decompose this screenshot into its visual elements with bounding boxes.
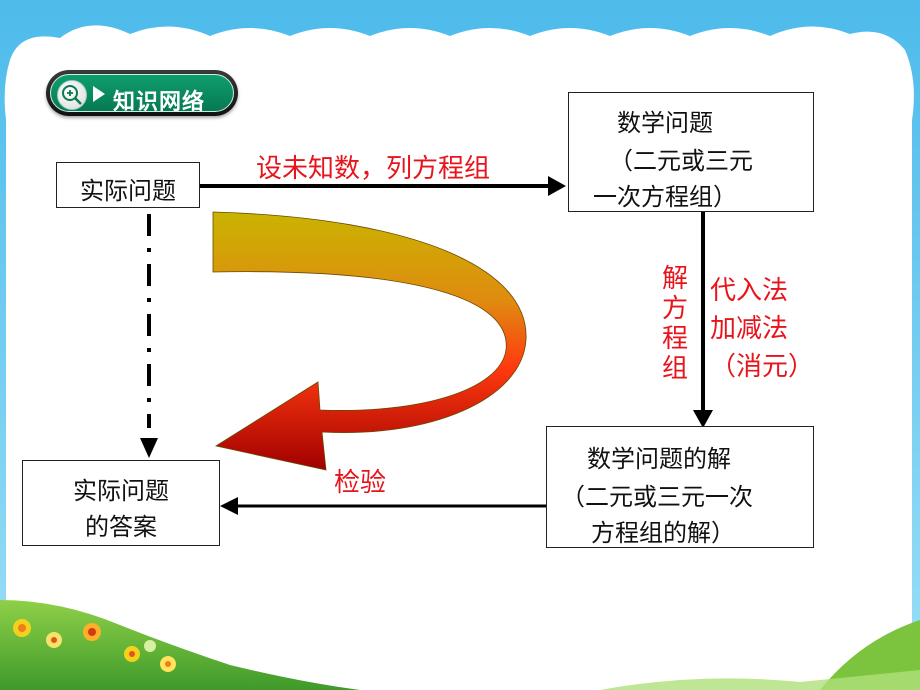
- check-label: 检验: [334, 468, 387, 498]
- real-problem-label: 实际问题: [80, 177, 176, 205]
- solve-char: 方: [661, 294, 688, 324]
- math-solution-box: 数学问题的解 （二元或三元一次 方程组的解）: [546, 426, 814, 548]
- chevron-right-icon: [93, 86, 105, 102]
- tag-title: 知识网络: [113, 90, 206, 115]
- method-note: （消元）: [710, 352, 815, 382]
- check-curved-arrow: [212, 211, 527, 471]
- solve-char: 程: [661, 324, 688, 354]
- set-unknowns-label: 设未知数，列方程组: [256, 154, 491, 184]
- math-problem-line2: （二元或三元: [609, 147, 753, 175]
- real-answer-line2: 的答案: [85, 513, 157, 541]
- real-problem-box: 实际问题: [56, 162, 200, 208]
- math-solution-line2: （二元或三元一次: [561, 483, 753, 511]
- solve-char: 解: [661, 264, 688, 294]
- zoom-icon: [57, 80, 87, 110]
- flower-decoration: [13, 619, 176, 672]
- math-problem-box: 数学问题 （二元或三元 一次方程组）: [568, 92, 814, 212]
- solve-equations-label: 解 方 程 组: [660, 264, 690, 384]
- method-substitution: 代入法: [710, 276, 789, 306]
- math-problem-line3: 一次方程组）: [593, 183, 737, 211]
- math-solution-line1: 数学问题的解: [587, 445, 731, 473]
- real-answer-box: 实际问题 的答案: [22, 460, 220, 546]
- real-answer-line1: 实际问题: [73, 477, 169, 505]
- solve-char: 组: [661, 354, 688, 384]
- math-solution-line3: 方程组的解）: [591, 519, 735, 547]
- math-problem-line1: 数学问题: [617, 109, 713, 137]
- method-elimination: 加减法: [710, 314, 789, 344]
- methods-label: 代入法 加减法 （消元）: [710, 272, 814, 386]
- knowledge-network-tag: 知识网络: [46, 70, 238, 116]
